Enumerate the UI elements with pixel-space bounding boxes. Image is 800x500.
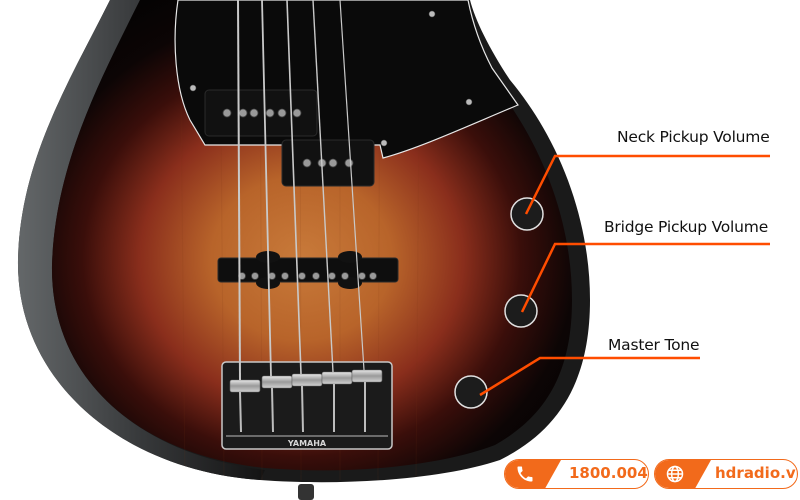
website-badge[interactable]: hdradio.vn: [654, 459, 798, 489]
callout-label-bridge-pickup-volume: Bridge Pickup Volume: [604, 218, 769, 236]
phone-number: 1800.0042: [569, 464, 648, 482]
neck-pickup: [204, 89, 375, 187]
knob-3: [454, 375, 488, 409]
strings: [237, 0, 365, 381]
website-url: hdradio.vn: [715, 464, 798, 482]
knob-2: [504, 294, 538, 328]
bridge: YAMAHA: [221, 361, 393, 450]
yamaha-logo: YAMAHA: [287, 439, 327, 448]
callout-label-neck-pickup-volume: Neck Pickup Volume: [617, 128, 770, 146]
globe-icon: [665, 464, 685, 484]
callout-label-master-tone: Master Tone: [608, 336, 700, 354]
callout-lines: [479, 154, 770, 397]
phone-icon: [515, 464, 535, 484]
phone-badge[interactable]: 1800.0042: [504, 459, 649, 489]
